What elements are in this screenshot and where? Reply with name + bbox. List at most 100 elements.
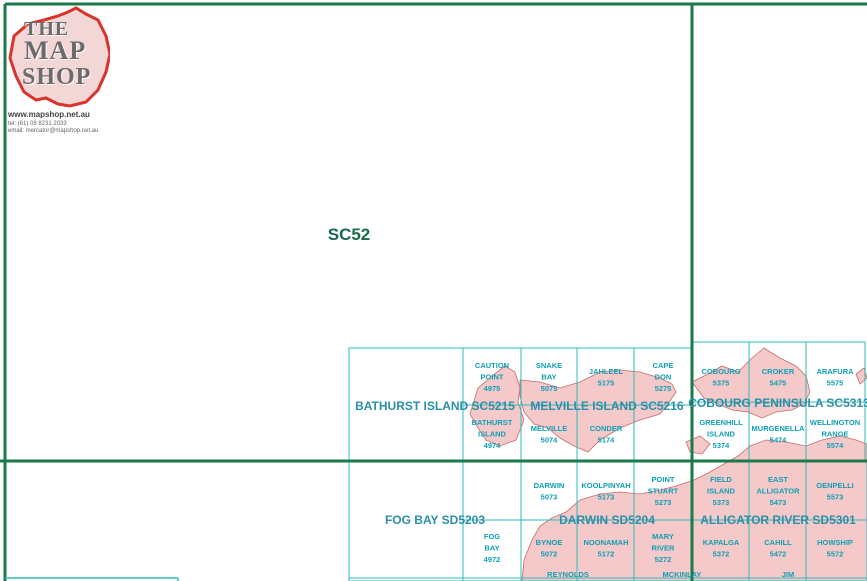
tile-label-line: MURGENELLA (752, 424, 805, 433)
land-masses (469, 347, 867, 581)
tile-label-line: 4974 (484, 441, 502, 450)
tile-label[interactable]: CONDER 5174 (590, 424, 623, 445)
tile-label-line: REYNOLDS (547, 570, 589, 579)
tile-label-line: ISLAND (478, 430, 507, 439)
melville-island-land (519, 369, 677, 453)
tile-label-line: JAHLEEL (589, 367, 624, 376)
sheet-label[interactable]: BATHURST ISLAND SC5215 (355, 399, 515, 413)
tile-label[interactable]: JIM (782, 570, 795, 579)
tile-label-line: 5073 (541, 493, 558, 502)
tile-label-line: WELLINGTON (810, 418, 860, 427)
tile-label-line: ISLAND (707, 487, 736, 496)
small-island-1 (685, 435, 711, 455)
tile-label-line: 5373 (713, 498, 730, 507)
tile-label[interactable]: WELLINGTON RANGE 5574 (810, 418, 860, 450)
tile-label[interactable]: KOOLPINYAH 5173 (581, 481, 630, 502)
tile-label-line: JIM (782, 570, 795, 579)
tile-label-line: 5474 (770, 436, 788, 445)
tile-label-line: HOWSHIP (817, 538, 853, 547)
tile-label-line: FOG (484, 532, 500, 541)
tile-label-line: 5574 (827, 441, 845, 450)
logo-phone: tel: (61) 08 8231 2033 (8, 121, 67, 127)
tile-label[interactable]: KAPALGA 5372 (703, 538, 740, 559)
australia-outline-icon (8, 6, 110, 108)
tile-label[interactable]: REYNOLDS (547, 570, 589, 579)
tile-label-line: BAY (484, 544, 499, 553)
tile-label[interactable]: BYNOE 5072 (536, 538, 563, 559)
tile-label-line: 5074 (541, 436, 559, 445)
tile-label[interactable]: MURGENELLA 5474 (752, 424, 805, 445)
tile-label-line: 5372 (713, 550, 730, 559)
tile-label-line: FIELD (710, 475, 732, 484)
tile-label-line: 5173 (598, 493, 615, 502)
sheet-label[interactable]: ALLIGATOR RIVER SD5301 (700, 513, 856, 527)
tile-label-line: STUART (648, 487, 679, 496)
sheet-labels: BATHURST ISLAND SC5215 MELVILLE ISLAND S… (355, 396, 867, 527)
tile-label[interactable]: NOONAMAH 5172 (584, 538, 629, 559)
tile-label-line: DON (655, 373, 672, 382)
tile-label-line: RANGE (821, 430, 848, 439)
tile-label-line: 5573 (827, 493, 844, 502)
map-shop-logo[interactable]: THE MAP SHOP www.mapshop.net.au tel: (61… (6, 6, 110, 136)
tile-label-line: 5575 (827, 379, 844, 388)
tile-label-line: 5172 (598, 550, 615, 559)
logo-text-map: MAP (24, 36, 87, 65)
cobourg-peninsula-land (691, 347, 811, 419)
tile-label-line: CROKER (762, 367, 795, 376)
tile-label[interactable]: FOG BAY 4972 (484, 532, 501, 564)
tile-label-line: DARWIN (534, 481, 565, 490)
tile-label[interactable]: MARY RIVER 5272 (652, 532, 676, 564)
sheet-label[interactable]: MELVILLE ISLAND SC5216 (530, 399, 683, 413)
tile-label-line: 5272 (655, 555, 672, 564)
logo-text-the: THE (24, 18, 70, 40)
sheet-label[interactable]: FOG BAY SD5203 (385, 513, 485, 527)
tile-label-line: 5174 (598, 436, 616, 445)
logo-text-shop: SHOP (22, 64, 92, 90)
tile-label-line: ISLAND (707, 430, 736, 439)
tile-label-line: 5273 (655, 498, 672, 507)
sheet-label[interactable]: DARWIN SD5204 (559, 513, 655, 527)
tile-label[interactable]: MCKINLAY (663, 570, 702, 579)
mainland-land (521, 435, 867, 581)
tile-label-line: 5374 (713, 441, 731, 450)
tile-label-line: BYNOE (536, 538, 563, 547)
tile-label-line: MARY (652, 532, 674, 541)
tile-label-line: CAPE (653, 361, 674, 370)
tile-label-line: OENPELLI (816, 481, 854, 490)
tile-label[interactable]: DARWIN 5073 (534, 481, 565, 502)
tile-label-line: KAPALGA (703, 538, 740, 547)
tile-label-line: EAST (768, 475, 788, 484)
tile-label-line: BATHURST (472, 418, 513, 427)
tile-label-line: 5472 (770, 550, 787, 559)
tile-label[interactable]: FIELD ISLAND 5373 (707, 475, 736, 507)
tile-label[interactable]: OENPELLI 5573 (816, 481, 854, 502)
logo-website[interactable]: www.mapshop.net.au (8, 110, 90, 119)
tile-label-line: CONDER (590, 424, 623, 433)
logo-email[interactable]: email: mercator@mapshop.net.au (8, 128, 99, 134)
small-island-2 (855, 367, 867, 385)
tile-label[interactable]: BATHURST ISLAND 4974 (472, 418, 513, 450)
tile-label-line: 4972 (484, 555, 501, 564)
tile-label-line: NOONAMAH (584, 538, 629, 547)
tile-label-line: RIVER (652, 544, 676, 553)
sheet-label[interactable]: COBOURG PENINSULA SC5313 (688, 396, 867, 410)
tile-label-line: 5072 (541, 550, 558, 559)
tile-label-line: CAUTION (475, 361, 509, 370)
tile-label-line: KOOLPINYAH (581, 481, 630, 490)
tile-label-line: 5473 (770, 498, 787, 507)
